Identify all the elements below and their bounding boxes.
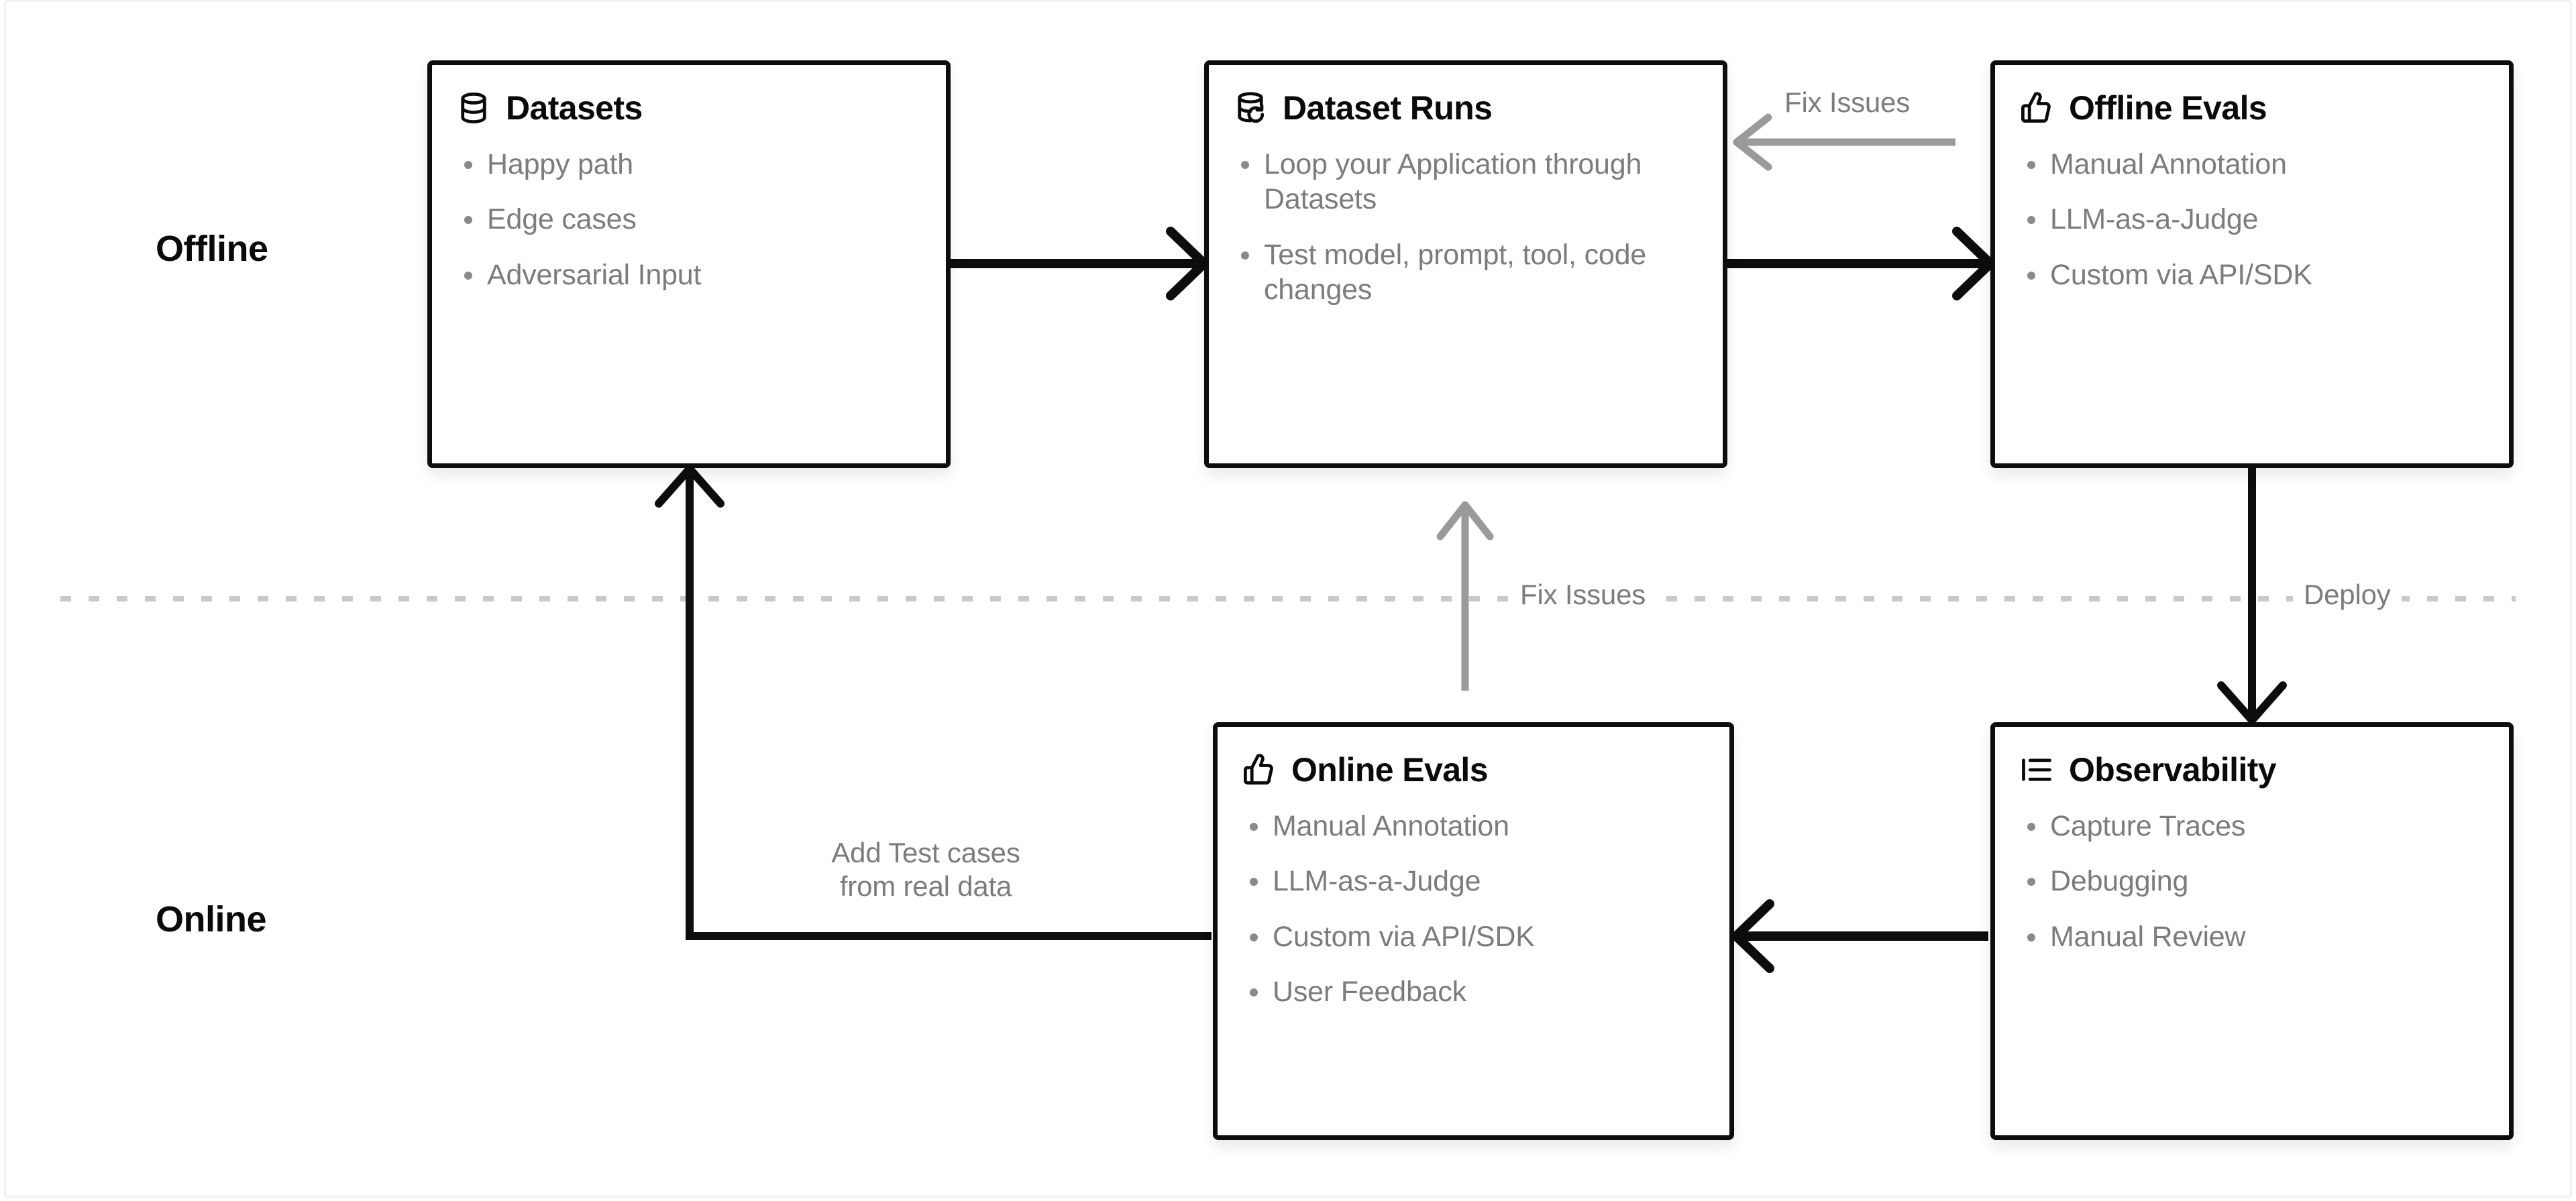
node-dataset-runs[interactable]: Dataset Runs Loop your Application throu… [1204, 60, 1727, 468]
database-icon [461, 93, 486, 123]
node-datasets-title: Datasets [506, 89, 643, 127]
node-observability-bullets: Capture Traces Debugging Manual Review [2019, 809, 2485, 954]
edge-label-fix-issues-divider: Fix Issues [1509, 578, 1657, 612]
list-item: Adversarial Input [456, 258, 922, 292]
edge-label-deploy: Deploy [2293, 578, 2402, 612]
row-label-online: Online [156, 899, 267, 939]
node-online-evals-title: Online Evals [1291, 751, 1489, 789]
list-item: User Feedback [1242, 974, 1705, 1009]
node-online-evals[interactable]: Online Evals Manual Annotation LLM-as-a-… [1213, 722, 1734, 1140]
node-offline-evals-bullets: Manual Annotation LLM-as-a-Judge Custom … [2019, 147, 2485, 292]
arrow-dataset-runs-to-offline-evals [1727, 227, 1995, 300]
list-item: Capture Traces [2019, 809, 2485, 844]
database-refresh-icon [1238, 92, 1265, 123]
node-offline-evals-title: Offline Evals [2069, 89, 2267, 127]
node-dataset-runs-title: Dataset Runs [1283, 89, 1493, 127]
add-test-cases-line-2: from real data [839, 870, 1012, 902]
add-test-cases-line-1: Add Test cases [831, 837, 1020, 868]
arrow-offline-evals-to-observability [2217, 468, 2287, 724]
list-item: LLM-as-a-Judge [2019, 202, 2485, 237]
arrow-datasets-to-dataset-runs [951, 227, 1209, 300]
node-offline-evals[interactable]: Offline Evals Manual Annotation LLM-as-a… [1990, 60, 2514, 468]
list-item: Manual Annotation [1242, 809, 1705, 844]
list-item: LLM-as-a-Judge [1242, 864, 1705, 899]
node-datasets[interactable]: Datasets Happy path Edge cases Adversari… [427, 60, 951, 468]
node-datasets-bullets: Happy path Edge cases Adversarial Input [456, 147, 922, 292]
list-item: Custom via API/SDK [2019, 258, 2485, 292]
node-online-evals-header: Online Evals [1242, 750, 1705, 790]
list-item: Manual Review [2019, 919, 2485, 954]
list-item: Custom via API/SDK [1242, 919, 1705, 954]
row-label-offline: Offline [156, 229, 268, 269]
node-datasets-header: Datasets [456, 88, 922, 128]
list-tree-icon [2022, 758, 2051, 781]
list-item: Manual Annotation [2019, 147, 2485, 182]
node-dataset-runs-bullets: Loop your Application through Datasets T… [1233, 147, 1699, 308]
node-online-evals-bullets: Manual Annotation LLM-as-a-Judge Custom … [1242, 809, 1705, 1010]
node-offline-evals-header: Offline Evals [2019, 88, 2485, 128]
edge-label-fix-issues-top: Fix Issues [1784, 87, 1911, 118]
arrow-fix-issues-vertical [1436, 501, 1494, 691]
list-item: Edge cases [456, 202, 922, 237]
list-item: Loop your Application through Datasets [1233, 147, 1699, 217]
node-observability[interactable]: Observability Capture Traces Debugging M… [1990, 722, 2514, 1140]
list-item: Test model, prompt, tool, code changes [1233, 237, 1699, 308]
node-dataset-runs-header: Dataset Runs [1233, 88, 1699, 128]
node-observability-header: Observability [2019, 750, 2485, 790]
edge-label-add-test-cases: Add Test cases from real data [812, 836, 1040, 903]
thumbs-up-icon [2021, 92, 2051, 123]
thumbs-up-icon [1244, 754, 1273, 785]
list-item: Happy path [456, 147, 922, 182]
arrow-observability-to-online-evals [1731, 899, 1988, 973]
list-item: Debugging [2019, 864, 2485, 899]
node-observability-title: Observability [2069, 751, 2277, 789]
arrow-fix-issues-top [1733, 113, 1955, 171]
